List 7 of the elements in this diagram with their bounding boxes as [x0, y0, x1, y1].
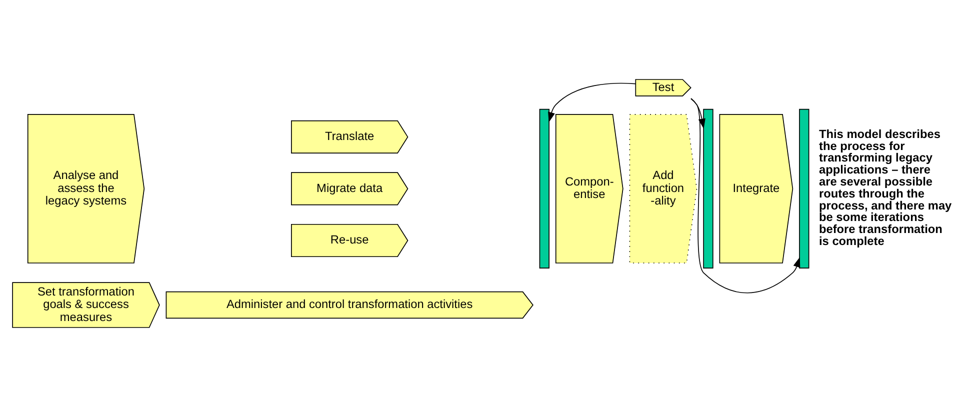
- arrow: [690, 98, 800, 294]
- label: This model describes the process for transforming legacy applications – there are several possible routes through the process, and there may be some iterations before transformation is complete: [819, 126, 952, 248]
- node-bar: [799, 108, 810, 269]
- arrow: [690, 98, 706, 129]
- node-bar: [703, 108, 714, 269]
- arrow: [548, 82, 636, 122]
- node-bar: [539, 108, 550, 269]
